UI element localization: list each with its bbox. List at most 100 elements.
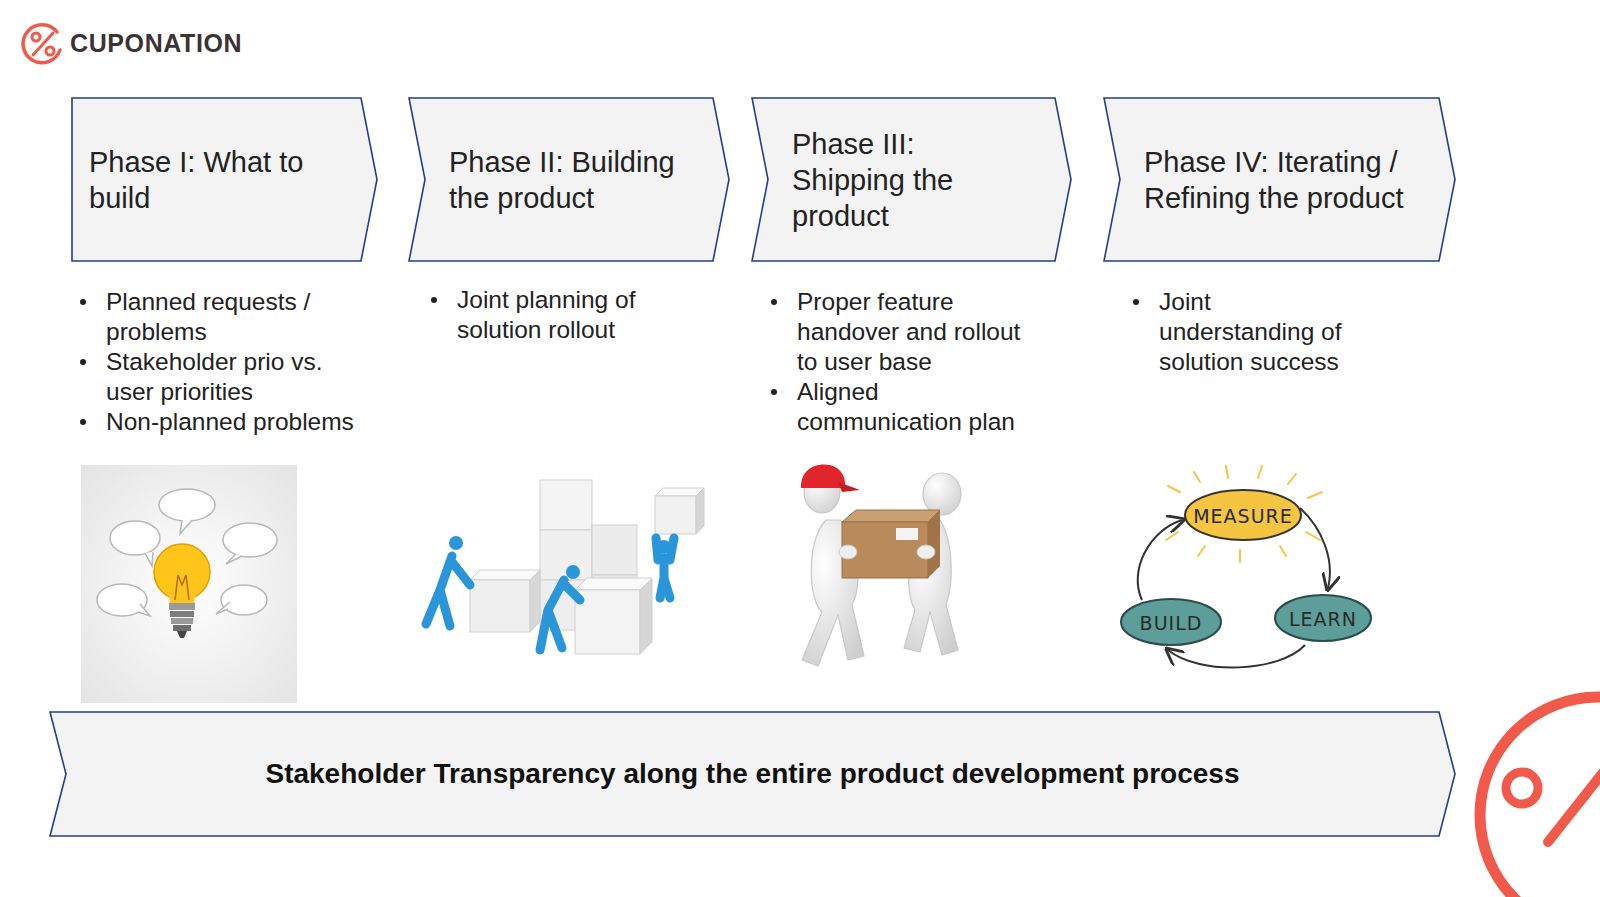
logo-dot (46, 47, 54, 55)
bubble-tail (180, 520, 192, 534)
sketch-arrows (1138, 508, 1330, 668)
sun-rays (1166, 466, 1322, 562)
bulb-base (171, 618, 193, 624)
parcel-label (896, 528, 918, 540)
logo-slash (33, 33, 53, 55)
text-wrap: Phase IV: Iterating / Refining the produ… (1144, 97, 1416, 262)
text-wrap: Stakeholder Transparency along the entir… (109, 711, 1396, 837)
figure-head (449, 536, 463, 550)
building-illustration (426, 480, 704, 654)
bubble-tail (138, 604, 150, 616)
phase-chevron: Phase IV: Iterating / Refining the produ… (1103, 97, 1456, 262)
sketch-arrow (1138, 520, 1182, 600)
bullet-point: Joint planning of solution rollout (457, 285, 687, 345)
text-wrap: Phase III: Shipping the product (792, 97, 1027, 262)
phase-chevron: Phase II: Building the product (408, 97, 730, 262)
cube-side (530, 570, 540, 632)
logo-arc (23, 25, 60, 63)
logo-slash (1548, 770, 1600, 842)
parcel-side (928, 510, 940, 578)
logo-icon (23, 25, 60, 63)
figure-head (923, 473, 961, 515)
cube-side (640, 578, 652, 654)
chevron-outline (408, 97, 730, 262)
build-measure-learn-sketch (1121, 466, 1371, 668)
phase-title: Phase II: Building the product (449, 144, 684, 216)
lightbulb-illustration (81, 465, 297, 703)
sketch-label: BUILD (1140, 612, 1203, 634)
cube (592, 525, 637, 575)
bubble-tail (226, 554, 242, 564)
bullet-point: Stakeholder prio vs. user priorities (106, 347, 368, 407)
cube (540, 530, 592, 580)
chevron-shape (752, 98, 1071, 261)
bullet-point: Non-planned problems (106, 407, 406, 437)
red-cap (801, 464, 845, 488)
sketch-label: MEASURE (1193, 505, 1293, 527)
chevron-outline (71, 97, 378, 262)
image-background (81, 465, 297, 703)
bulb-neck (168, 592, 196, 603)
sketch-arrow (1168, 645, 1305, 668)
delivery-illustration (801, 464, 961, 666)
speech-bubble (110, 521, 160, 555)
cube-top (575, 578, 652, 590)
bullet-point: Joint understanding of solution success (1159, 287, 1371, 377)
band-text: Stakeholder Transparency along the entir… (109, 756, 1396, 792)
sketch-arrow (1300, 508, 1330, 588)
bulb-filament (175, 575, 189, 600)
logo-dot (1506, 772, 1538, 804)
bulb-glass (154, 544, 210, 600)
logo-watermark (1480, 697, 1600, 897)
chevron-shape (409, 98, 729, 261)
bulb-base (170, 611, 194, 617)
cube (540, 480, 592, 530)
cube (470, 580, 530, 632)
chevron-shape (72, 98, 377, 261)
bulb-tip (177, 631, 187, 638)
bubble-tail (145, 552, 153, 566)
cube-side (696, 488, 704, 534)
speech-bubble (221, 585, 267, 615)
blue-figures (426, 536, 674, 650)
bulb-base (173, 625, 191, 631)
phase-title: Phase III: Shipping the product (792, 126, 1027, 234)
cap-visor (838, 482, 860, 492)
sketch-label: LEARN (1289, 608, 1357, 630)
chevron-shape (1104, 98, 1455, 261)
cube-top (470, 570, 540, 580)
phase-title: Phase IV: Iterating / Refining the produ… (1144, 144, 1416, 216)
figure-body (426, 556, 470, 626)
cube (575, 590, 640, 654)
chevron-shape (50, 712, 1455, 836)
chevron-outline (1103, 97, 1456, 262)
text-wrap: Phase I: What to build (89, 97, 344, 262)
bulb-base (169, 603, 195, 610)
phase-chevron: Phase I: What to build (71, 97, 378, 262)
logo-dot (32, 33, 40, 41)
bubble-tail (216, 602, 230, 614)
figure-body (540, 580, 580, 650)
hand (917, 545, 935, 559)
figure-head (566, 565, 580, 579)
figure-body (656, 538, 674, 598)
bullet-point: Proper feature handover and rollout to u… (797, 287, 1033, 377)
sketch-ellipse (1275, 595, 1371, 641)
parcel-top (842, 510, 940, 522)
speech-bubble (223, 523, 277, 557)
phase-chevron: Phase III: Shipping the product (751, 97, 1072, 262)
speech-bubble (159, 489, 215, 521)
cube (655, 496, 696, 534)
sketch-ellipse (1121, 599, 1221, 645)
logo-wordmark: CUPONATION (70, 29, 310, 58)
hand (839, 545, 857, 559)
logo-arc (1480, 697, 1600, 897)
text-wrap: Phase II: Building the product (449, 97, 684, 262)
process-band: Stakeholder Transparency along the entir… (49, 711, 1456, 837)
bullet-point: Aligned communication plan (797, 377, 1047, 437)
phase-title: Phase I: What to build (89, 144, 344, 216)
figures (802, 471, 961, 666)
sketch-ellipse (1185, 490, 1301, 540)
cubes (470, 480, 704, 654)
